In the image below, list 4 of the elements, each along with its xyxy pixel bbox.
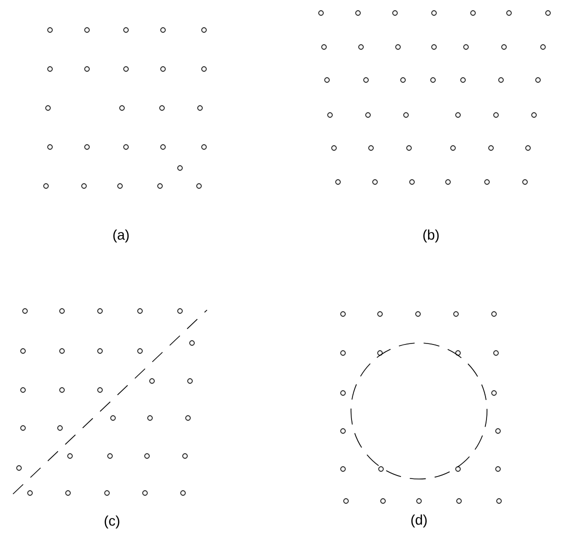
panel-label: (d): [411, 514, 427, 528]
panel-label: (a): [113, 229, 129, 243]
panel-label: (b): [423, 229, 439, 243]
panel-label: (c): [104, 515, 120, 529]
